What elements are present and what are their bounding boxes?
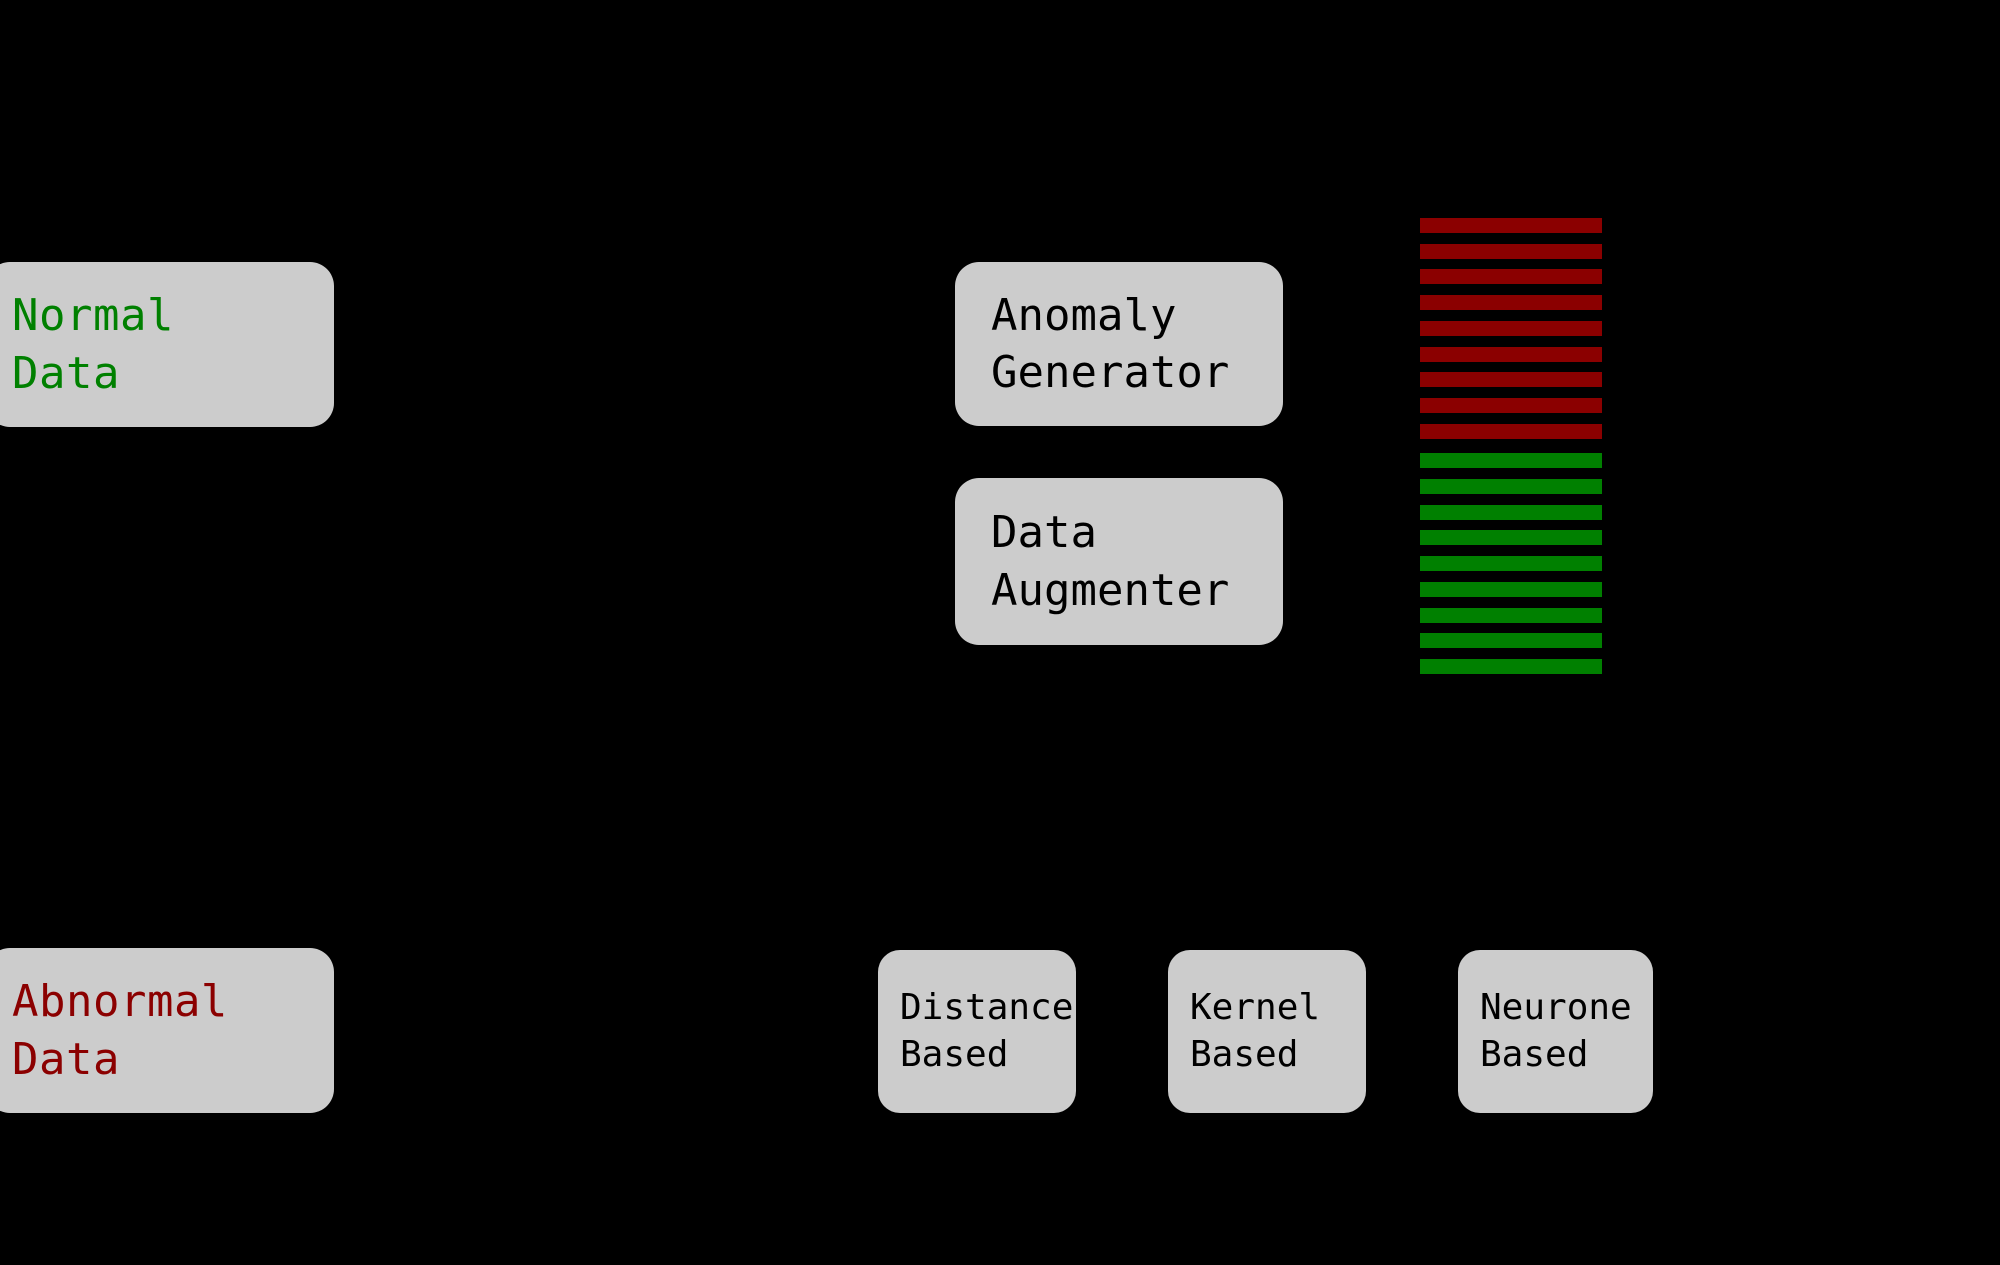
node-neurone-based-line-2: Based — [1480, 1033, 1589, 1075]
label-bar-normal — [1420, 607, 1602, 623]
node-distance-based[interactable]: Distance Based — [878, 950, 1076, 1113]
node-data-augmenter[interactable]: Data Augmenter — [955, 478, 1283, 645]
node-abnormal-data-line-2: Data — [12, 1033, 120, 1085]
label-bar-normal — [1420, 658, 1602, 674]
node-abnormal-data[interactable]: Abnormal Data — [0, 948, 334, 1113]
node-neurone-based-line-1: Neurone — [1480, 986, 1632, 1028]
label-bar-normal — [1420, 453, 1602, 469]
label-bar-anomalous — [1420, 269, 1602, 285]
node-distance-based-line-2: Based — [900, 1033, 1009, 1075]
node-kernel-based[interactable]: Kernel Based — [1168, 950, 1366, 1113]
label-bar-anomalous — [1420, 218, 1602, 233]
node-data-augmenter-line-2: Augmenter — [991, 564, 1230, 616]
node-kernel-based-line-1: Kernel — [1190, 986, 1321, 1028]
label-bar-normal — [1420, 530, 1602, 546]
node-anomaly-generator-line-1: Anomaly — [991, 289, 1177, 341]
label-bar-anomalous — [1420, 295, 1602, 311]
node-anomaly-generator-line-2: Generator — [991, 347, 1230, 398]
label-bar-anomalous — [1420, 372, 1602, 388]
node-kernel-based-line-2: Based — [1190, 1033, 1299, 1075]
label-bar-anomalous — [1420, 346, 1602, 362]
node-anomaly-generator[interactable]: Anomaly Generator — [955, 262, 1283, 426]
node-data-augmenter-line-1: Data — [991, 507, 1097, 559]
label-bar-anomalous — [1420, 320, 1602, 336]
label-bar-normal — [1420, 581, 1602, 597]
label-bar-normal — [1420, 556, 1602, 572]
node-normal-data[interactable]: Normal Data — [0, 262, 334, 427]
label-bar-anomalous — [1420, 243, 1602, 259]
node-abnormal-data-line-1: Abnormal — [12, 976, 228, 1028]
label-bars-block — [1420, 218, 1602, 680]
label-bar-anomalous — [1420, 397, 1602, 413]
node-distance-based-line-1: Distance — [900, 986, 1074, 1028]
node-normal-data-line-1: Normal — [12, 290, 174, 342]
label-bar-normal — [1420, 504, 1602, 520]
label-bar-anomalous — [1420, 423, 1602, 439]
node-normal-data-line-2: Data — [12, 347, 120, 399]
label-bar-normal — [1420, 633, 1602, 649]
label-bar-normal — [1420, 479, 1602, 494]
node-neurone-based[interactable]: Neurone Based — [1458, 950, 1653, 1113]
